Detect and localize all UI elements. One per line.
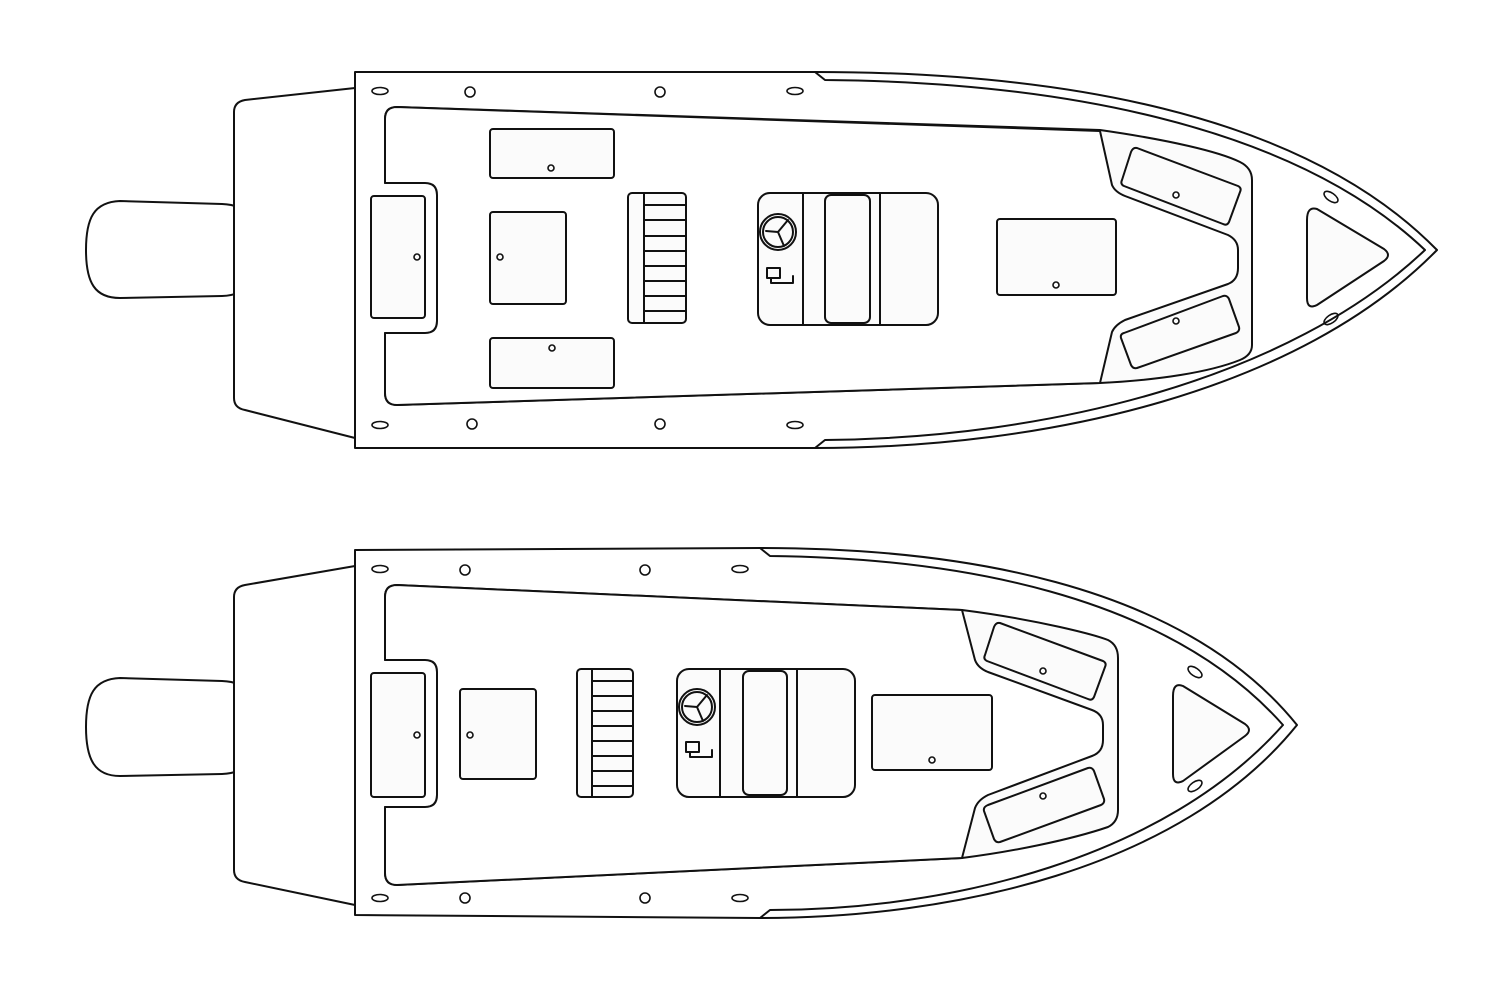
hatch-latch (496, 253, 504, 261)
cleat (786, 86, 804, 96)
rod-holder (459, 892, 471, 904)
bow-cleat (1187, 779, 1203, 793)
throttle-icon (766, 267, 794, 284)
pad-snap (1172, 191, 1180, 199)
side-hatch-starboard (489, 337, 615, 389)
center-console (676, 668, 856, 798)
hatch-latch (548, 344, 556, 352)
rod-holder (654, 418, 666, 430)
aft-hatch (370, 672, 426, 798)
hatch-latch (413, 731, 421, 739)
hatch-latch (928, 756, 936, 764)
anchor-locker (1306, 207, 1389, 308)
bow-cleat (1323, 190, 1339, 204)
console-seat-cushion (742, 670, 788, 796)
storage-hatch (459, 688, 537, 780)
storage-hatch (489, 211, 567, 305)
rod-holder (466, 418, 478, 430)
cooler-seat (576, 668, 634, 798)
pad-snap (1039, 792, 1047, 800)
swim-platform (233, 565, 356, 906)
throttle-icon (685, 741, 713, 758)
swim-platform (233, 87, 356, 439)
bow-pad-starboard (982, 766, 1106, 844)
center-console (757, 192, 939, 326)
cleat (731, 893, 749, 903)
rod-holder (639, 892, 651, 904)
cleat (371, 564, 389, 574)
boat-top (85, 71, 1438, 449)
pad-snap (1172, 317, 1180, 325)
cleat (371, 86, 389, 96)
rod-holder (464, 86, 476, 98)
bow-pad-port (1120, 146, 1242, 226)
pad-snap (1039, 667, 1047, 675)
steering-wheel-icon (678, 688, 716, 726)
cleat (371, 893, 389, 903)
rod-holder (654, 86, 666, 98)
anchor-locker (1172, 684, 1250, 784)
hatch-latch (1052, 281, 1060, 289)
cleat (786, 420, 804, 430)
bow-pad-port (983, 621, 1107, 701)
forward-hatch (996, 218, 1117, 296)
boat-bottom (85, 547, 1298, 919)
outboard-motor (85, 677, 256, 777)
side-hatch-port (489, 128, 615, 179)
outboard-motor (85, 200, 256, 299)
bow-pad-starboard (1119, 294, 1241, 370)
cooler-seat (627, 192, 687, 324)
gunwale (814, 71, 1426, 449)
bow-cleat (1187, 665, 1203, 679)
hatch-latch (547, 164, 555, 172)
console-seat-cushion (824, 194, 871, 324)
hatch-latch (466, 731, 474, 739)
cleat (731, 564, 749, 574)
aft-hatch (370, 195, 426, 319)
cleat (371, 420, 389, 430)
forward-hatch (871, 694, 993, 771)
hatch-latch (413, 253, 421, 261)
gunwale (759, 547, 1284, 919)
steering-wheel-icon (759, 213, 797, 251)
rod-holder (459, 564, 471, 576)
bow-cleat (1323, 312, 1339, 326)
rod-holder (639, 564, 651, 576)
